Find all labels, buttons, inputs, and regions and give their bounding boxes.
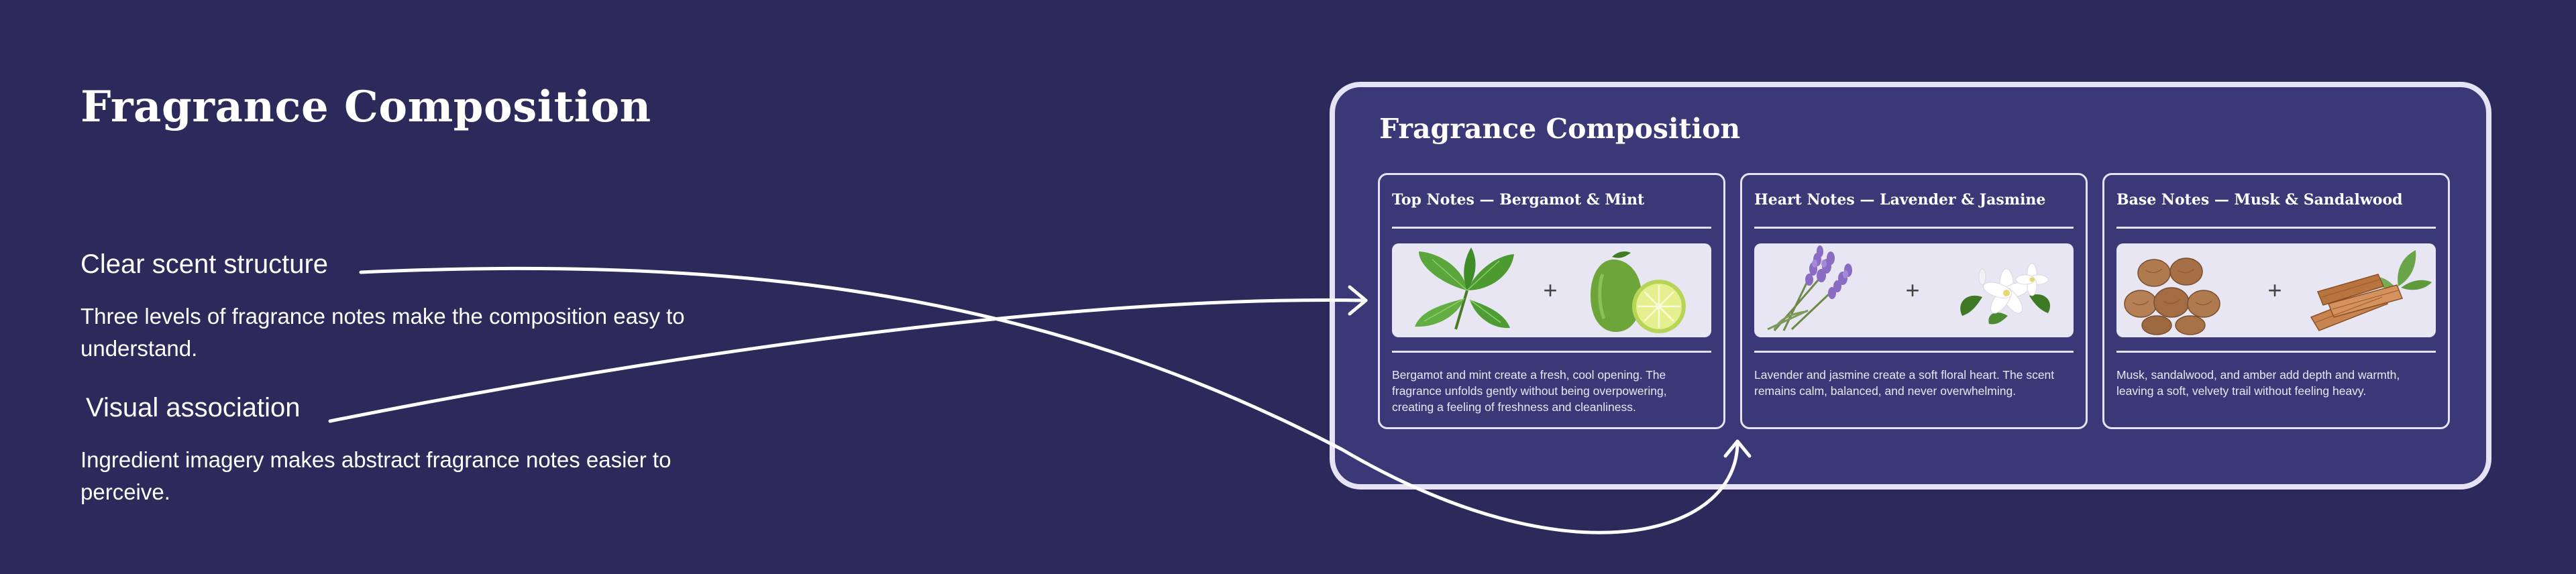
card-divider — [1754, 227, 2074, 229]
card-divider — [1392, 227, 1711, 229]
svg-text:+: + — [2267, 276, 2282, 304]
ingredient-image: + — [1392, 243, 1711, 337]
point-text-scent-structure: Three levels of fragrance notes make the… — [80, 304, 685, 361]
lavender-icon — [1767, 245, 1852, 331]
point-heading-visual-association: Visual association — [86, 393, 301, 422]
jasmine-icon — [1960, 263, 2051, 325]
card-divider — [1754, 351, 2074, 353]
ingredient-image: + — [2116, 243, 2436, 337]
card-heart-notes: Heart Notes — Lavender & Jasmine + — [1740, 173, 2088, 429]
card-title: Heart Notes — Lavender & Jasmine — [1754, 191, 2046, 209]
card-description: Musk, sandalwood, and amber add depth an… — [2116, 368, 2400, 398]
point-heading-scent-structure: Clear scent structure — [80, 249, 329, 279]
plus-sign: + — [1543, 276, 1557, 304]
card-divider — [1392, 351, 1711, 353]
card-description: Bergamot and mint create a fresh, cool o… — [1392, 368, 1667, 414]
plus-sign: + — [1905, 276, 1919, 304]
card-title: Base Notes — Musk & Sandalwood — [2116, 191, 2403, 209]
card-top-notes: Top Notes — Bergamot & Mint + — [1378, 173, 1725, 429]
plus-sign: + — [2267, 276, 2282, 304]
card-title: Top Notes — Bergamot & Mint — [1392, 191, 1645, 209]
panel-title: Fragrance Composition — [1379, 113, 1741, 145]
ingredient-image: + — [1754, 243, 2074, 337]
bergamot-icon — [1591, 251, 1686, 333]
sandalwood-icon — [2310, 250, 2432, 331]
svg-text:+: + — [1905, 276, 1919, 304]
card-description: Lavender and jasmine create a soft flora… — [1754, 368, 2055, 398]
svg-text:+: + — [1543, 276, 1557, 304]
card-divider — [2116, 227, 2436, 229]
point-text-visual-association: Ingredient imagery makes abstract fragra… — [80, 447, 672, 504]
card-divider — [2116, 351, 2436, 353]
musk-nuts-icon — [2124, 257, 2220, 335]
card-base-notes: Base Notes — Musk & Sandalwood + — [2102, 173, 2450, 429]
mint-leaves-icon — [1415, 247, 1514, 330]
page-title: Fragrance Composition — [80, 82, 651, 132]
